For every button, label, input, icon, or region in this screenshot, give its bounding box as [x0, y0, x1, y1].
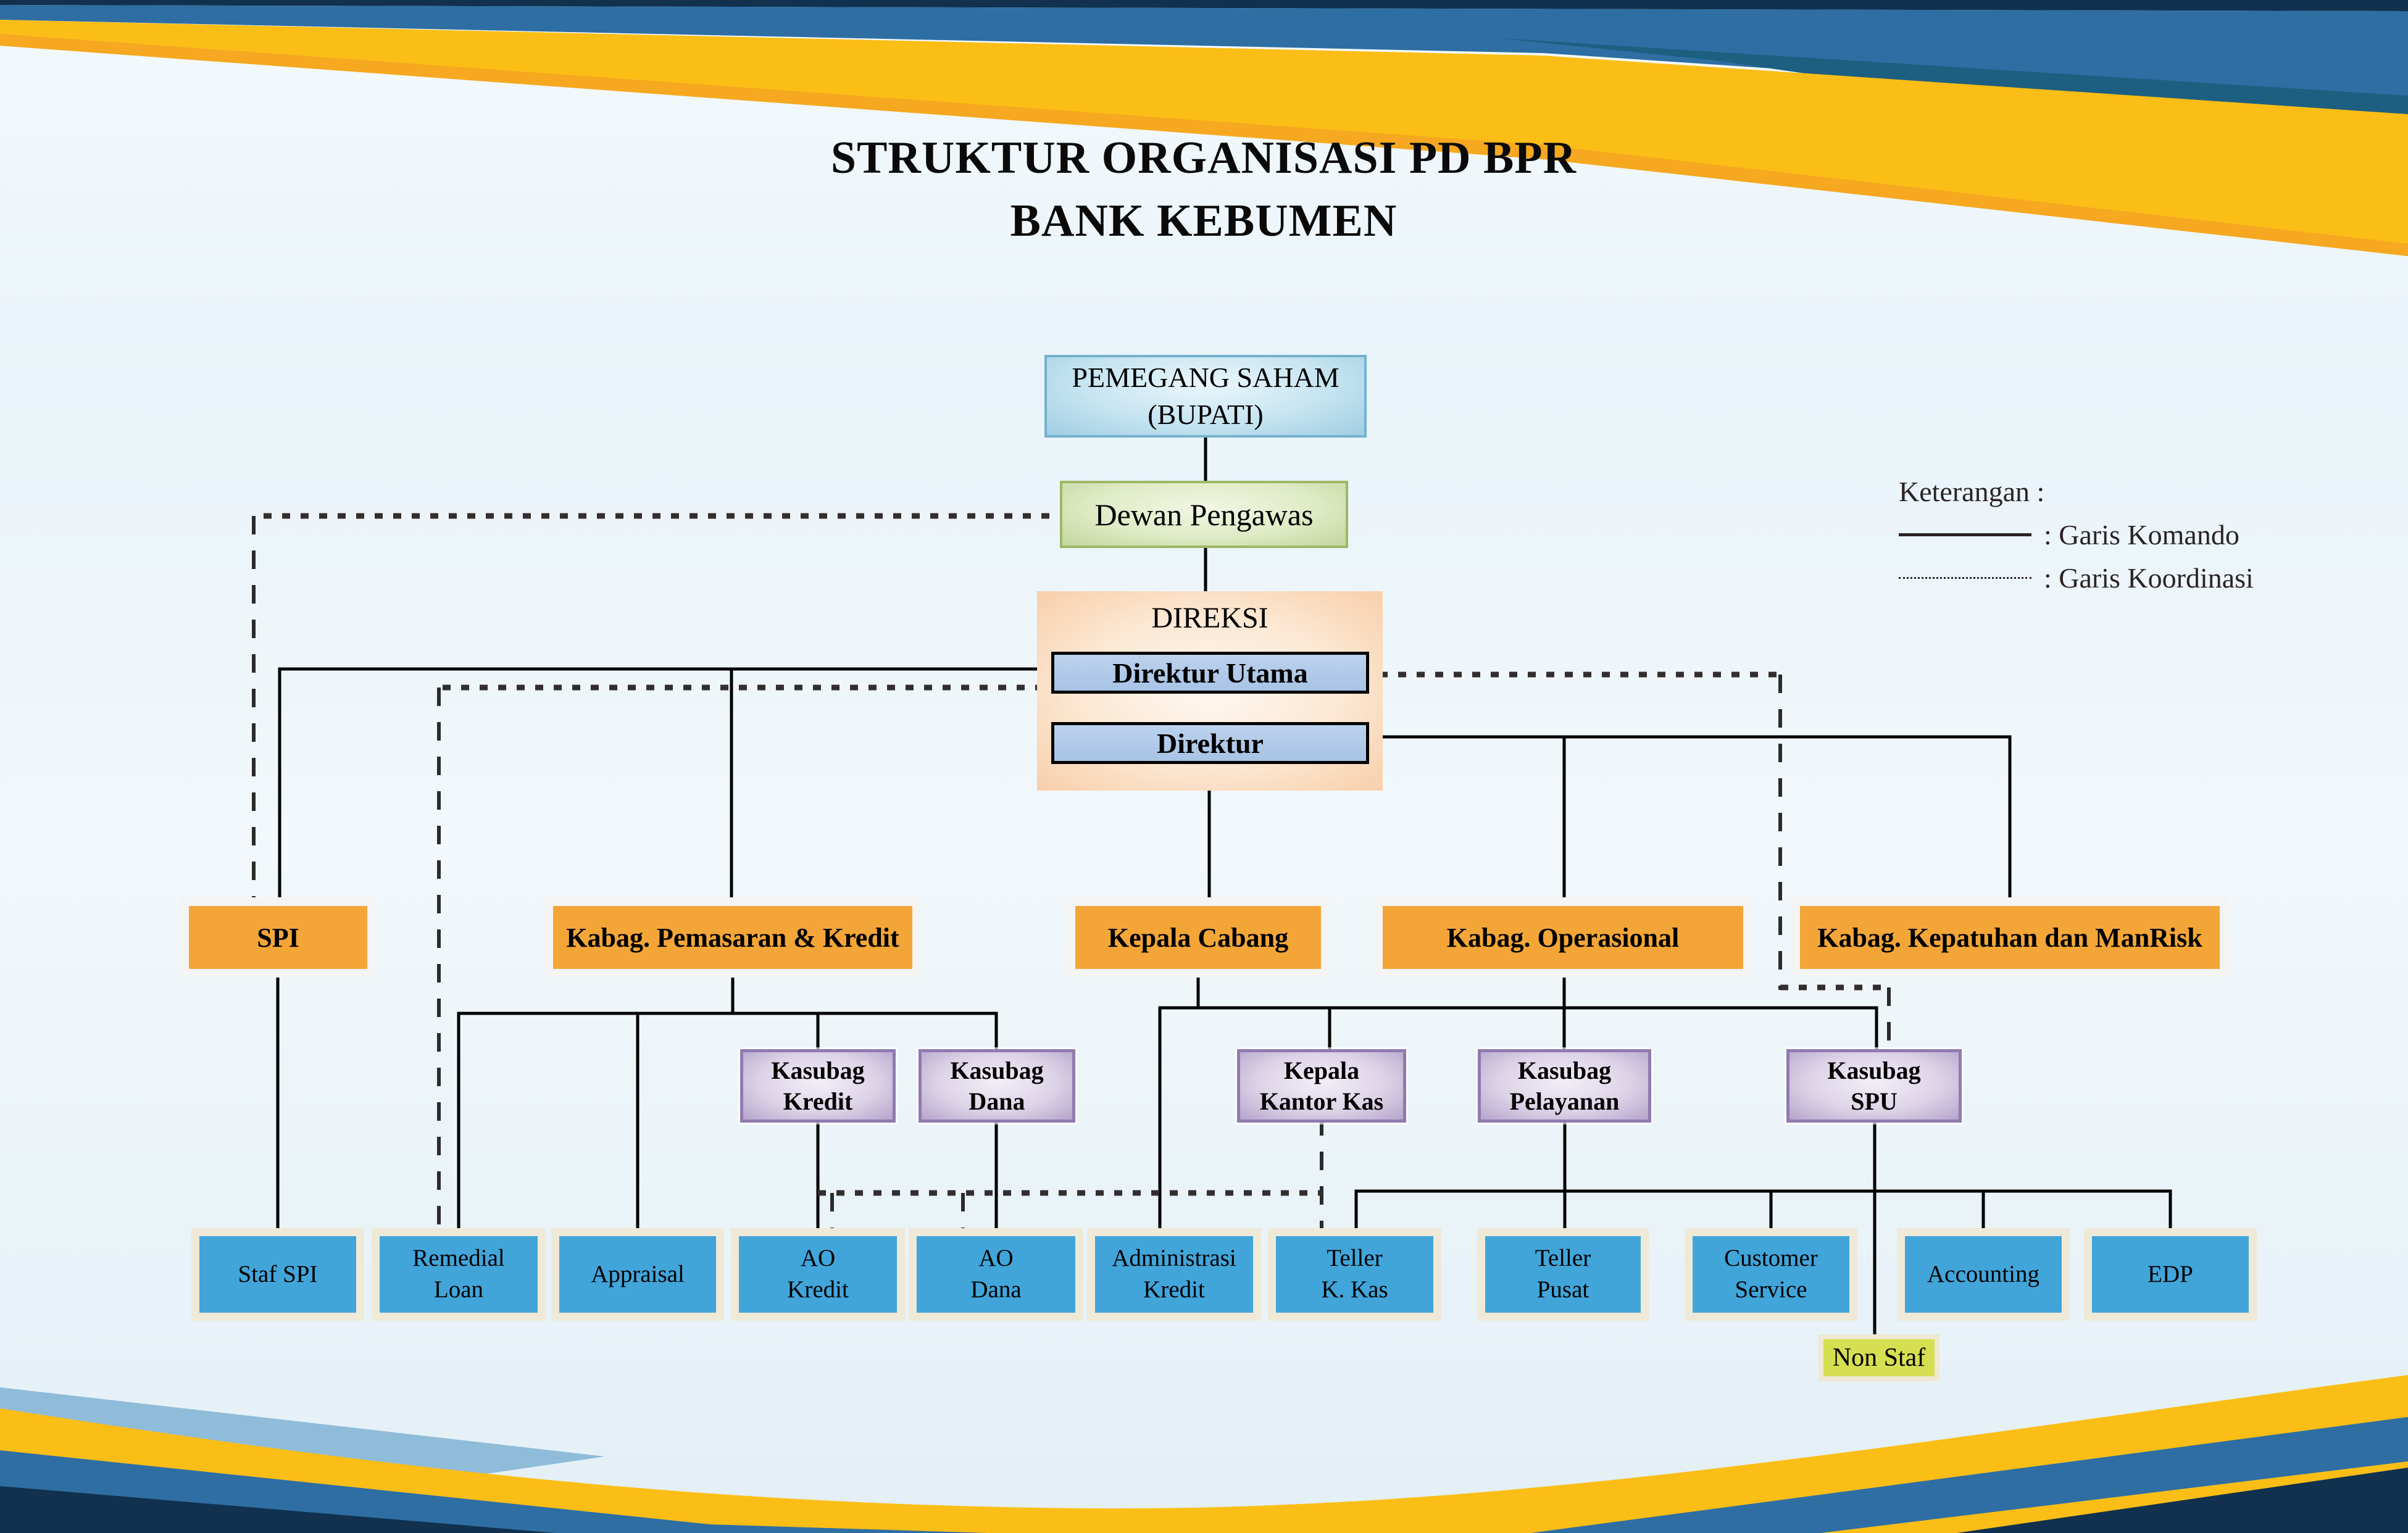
node-label: AO: [800, 1245, 836, 1272]
node-label: Pelayanan: [1509, 1087, 1620, 1115]
node-ao-kredit: AO Kredit: [739, 1236, 897, 1313]
node-label: Staf SPI: [238, 1260, 318, 1287]
legend-komando-label: : Garis Komando: [2044, 518, 2239, 550]
node-accounting: Accounting: [1905, 1236, 2062, 1313]
node-teller-pusat: Teller Pusat: [1485, 1236, 1641, 1313]
node-label: Kabag. Pemasaran & Kredit: [566, 922, 899, 953]
node-label: Kasubag: [771, 1056, 865, 1084]
top-blue-band: [0, 5, 2408, 111]
node-kepala-kantor-kas: Kepala Kantor Kas: [1237, 1049, 1406, 1123]
node-edp: EDP: [2092, 1236, 2249, 1313]
node-kasubag-spu: Kasubag SPU: [1786, 1049, 1962, 1123]
edge-cabang-branchbar: [1158, 1006, 1878, 1250]
node-label: EDP: [2148, 1260, 2193, 1287]
legend: Keterangan : : Garis Komando : Garis Koo…: [1899, 475, 2254, 594]
node-label: Kabag. Kepatuhan dan ManRisk: [1817, 922, 2202, 953]
node-label: Direktur Utama: [1112, 657, 1308, 689]
node-label: Kredit: [787, 1276, 849, 1303]
bottom-navy-corner-right: [1957, 1468, 2408, 1533]
node-label: Teller: [1535, 1245, 1591, 1272]
node-teller-k-kas: Teller K. Kas: [1276, 1236, 1433, 1313]
title-line2: PD BPR BANK KEBUMEN: [1010, 133, 1577, 247]
node-label: Kepala: [1283, 1056, 1360, 1084]
node-label: Pusat: [1536, 1276, 1589, 1303]
node-label: Service: [1735, 1276, 1807, 1303]
top-gold-edge: [0, 34, 2408, 256]
node-label: Accounting: [1927, 1260, 2039, 1287]
node-label: (BUPATI): [1148, 399, 1264, 430]
node-kabag-operasional: Kabag. Operasional: [1383, 906, 1743, 969]
node-label: Kasubag: [1827, 1056, 1921, 1084]
node-label: PEMEGANG SAHAM: [1072, 362, 1339, 394]
node-kepala-cabang: Kepala Cabang: [1075, 906, 1321, 969]
node-label: Loan: [433, 1276, 484, 1303]
node-label: Kasubag: [950, 1056, 1044, 1084]
node-label: Kabag. Operasional: [1446, 922, 1680, 953]
node-pemegang-saham: PEMEGANG SAHAM (BUPATI): [1044, 355, 1367, 438]
node-label: Customer: [1724, 1245, 1818, 1272]
node-kasubag-pelayanan: Kasubag Pelayanan: [1478, 1049, 1651, 1123]
node-label: Administrasi: [1112, 1245, 1236, 1272]
node-label: Dana: [969, 1087, 1025, 1115]
node-label: Kepala Cabang: [1107, 922, 1289, 953]
node-label: SPI: [257, 922, 299, 953]
edge-pemasaran-branchbar: [457, 1012, 998, 1250]
bottom-gold-band: [0, 1375, 2408, 1533]
top-navy-band: [0, 0, 2408, 11]
top-teal-wedge: [1500, 38, 2408, 162]
edge-direktur-kabagkepatuhan: [1380, 735, 2012, 913]
node-label: Kantor Kas: [1259, 1087, 1384, 1115]
node-label: Kasubag: [1517, 1056, 1612, 1084]
legend-row-komando: : Garis Komando: [1899, 518, 2254, 551]
node-label: Teller: [1327, 1245, 1383, 1272]
node-label: Direktur: [1157, 727, 1264, 759]
solid-line-sample: [1899, 533, 2031, 536]
node-label: Dana: [970, 1276, 1022, 1303]
page-title: STRUKTUR ORGANISASI PD BPR BANK KEBUMEN: [775, 127, 1633, 252]
node-label: Appraisal: [591, 1260, 685, 1287]
node-label: Remedial: [412, 1245, 505, 1272]
legend-koordinasi-label: : Garis Koordinasi: [2044, 562, 2254, 594]
node-label: Kredit: [783, 1087, 853, 1115]
node-direksi-panel: DIREKSI Direktur Utama Direktur: [1037, 591, 1383, 791]
node-kabag-pemasaran-kredit: Kabag. Pemasaran & Kredit: [553, 906, 912, 969]
node-direktur-utama: Direktur Utama: [1051, 652, 1369, 694]
node-kasubag-dana: Kasubag Dana: [919, 1049, 1075, 1123]
node-label: SPU: [1851, 1087, 1898, 1115]
node-direktur: Direktur: [1051, 722, 1369, 764]
bottom-navy-corner-left: [0, 1486, 556, 1533]
node-label: Kredit: [1143, 1276, 1205, 1303]
title-line1: STRUKTUR ORGANISASI: [830, 133, 1398, 183]
edge-pelayanan-branchbar: [1354, 1189, 2172, 1250]
node-administrasi-kredit: Administrasi Kredit: [1095, 1236, 1253, 1313]
node-ao-dana: AO Dana: [917, 1236, 1075, 1313]
node-label: K. Kas: [1321, 1276, 1388, 1303]
node-dewan-pengawas: Dewan Pengawas: [1060, 481, 1348, 548]
node-kabag-kepatuhan-manrisk: Kabag. Kepatuhan dan ManRisk: [1800, 906, 2220, 969]
bottom-blue-streak-right: [1531, 1417, 2408, 1533]
direksi-caption: DIREKSI: [1151, 602, 1269, 634]
legend-heading: Keterangan :: [1899, 476, 2045, 507]
node-non-staf: Non Staf: [1818, 1334, 1939, 1381]
node-customer-service: Customer Service: [1693, 1236, 1849, 1313]
node-remedial-loan: Remedial Loan: [380, 1236, 538, 1313]
node-kasubag-kredit: Kasubag Kredit: [740, 1049, 896, 1123]
node-label: AO: [978, 1245, 1014, 1272]
dotted-line-sample: [1899, 576, 2031, 579]
node-appraisal: Appraisal: [559, 1236, 716, 1313]
node-label: Non Staf: [1832, 1344, 1926, 1372]
node-staf-spi: Staf SPI: [199, 1236, 356, 1313]
node-label: Dewan Pengawas: [1094, 497, 1314, 532]
edge-dirut-spi: [278, 667, 1043, 913]
node-spi: SPI: [189, 906, 367, 969]
legend-row-koordinasi: : Garis Koordinasi: [1899, 561, 2254, 594]
